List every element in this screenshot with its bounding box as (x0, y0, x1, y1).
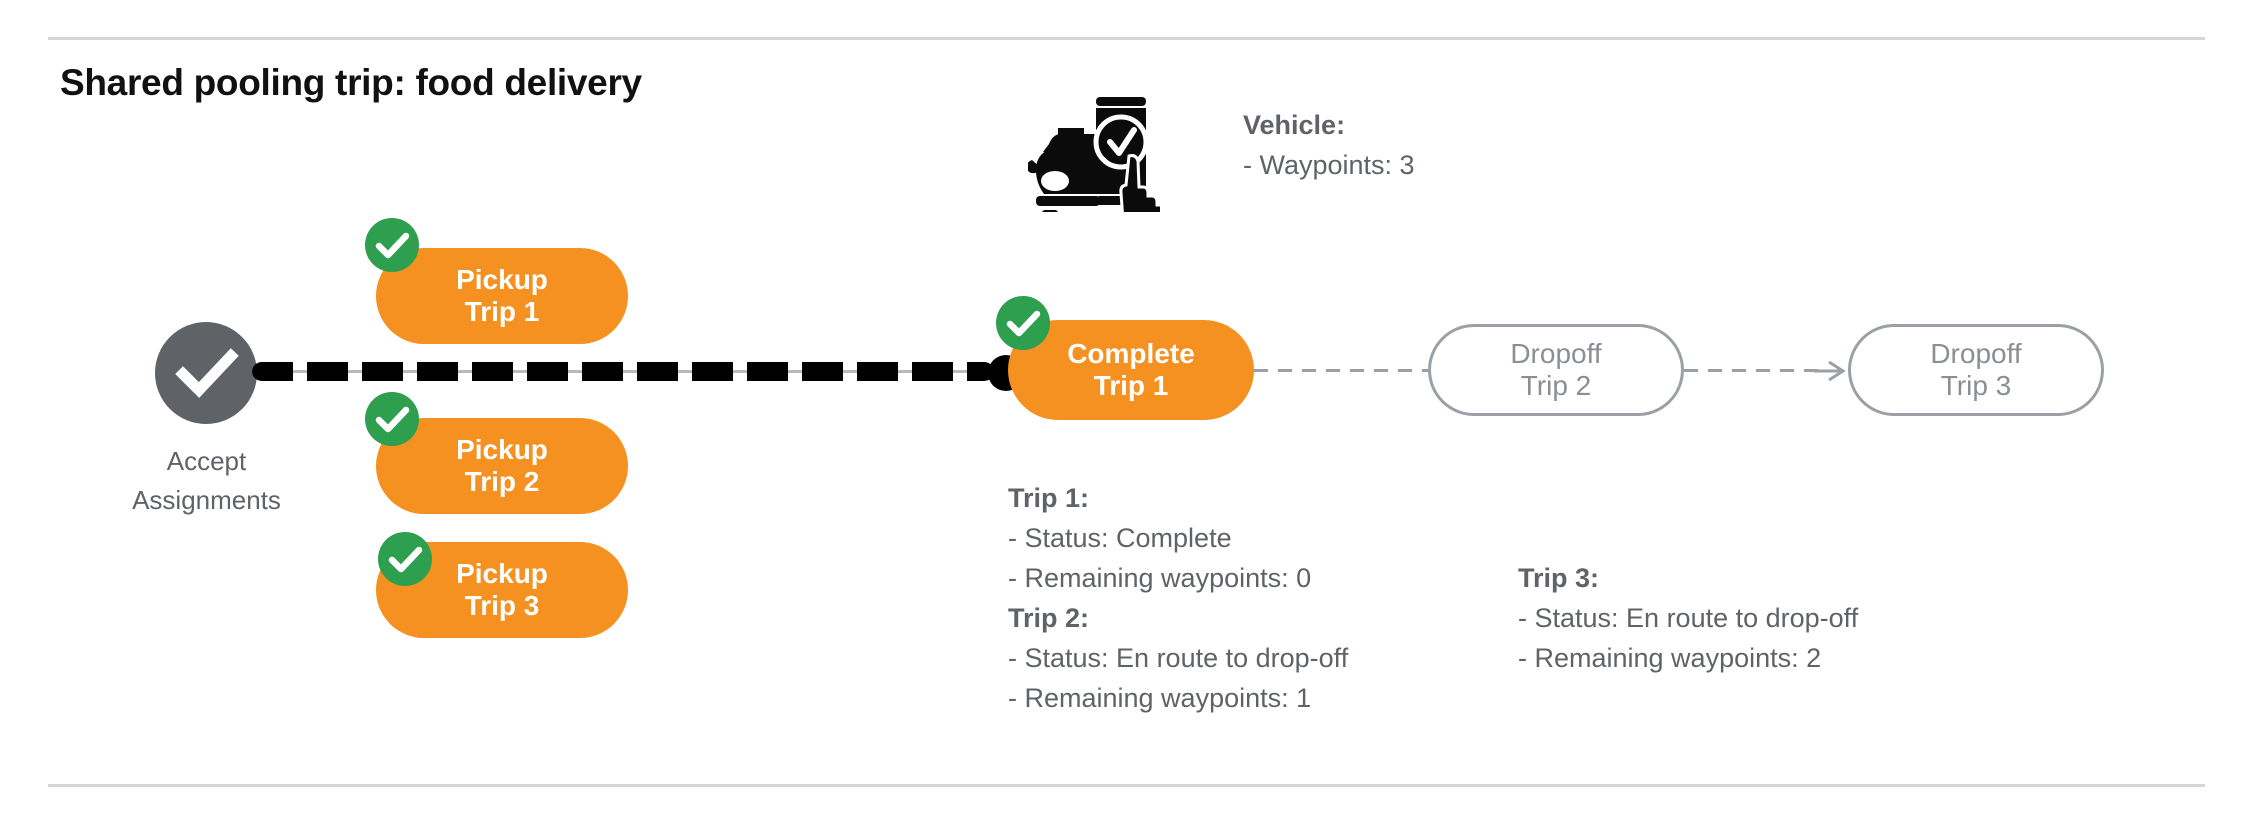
accept-assignments-label: Accept Assignments (104, 442, 309, 520)
bottom-divider (48, 784, 2205, 787)
trip-1-waypoints: - Remaining waypoints: 0 (1008, 563, 1312, 593)
check-badge-icon-pickup-2 (365, 392, 419, 446)
trip-3-waypoints: - Remaining waypoints: 2 (1518, 643, 1822, 673)
vehicle-waypoints: - Waypoints: 3 (1243, 150, 1415, 180)
node-pickup-trip-2-line2: Trip 2 (464, 466, 540, 497)
trip-details-right: Trip 3: - Status: En route to drop-off -… (1518, 558, 1858, 678)
top-divider (48, 37, 2205, 40)
trip-2-waypoints: - Remaining waypoints: 1 (1008, 683, 1312, 713)
vehicle-info-block: Vehicle: - Waypoints: 3 (1243, 105, 1415, 185)
node-pickup-trip-1[interactable]: Pickup Trip 1 (376, 248, 628, 344)
node-pickup-trip-1-line2: Trip 1 (464, 296, 540, 327)
car-phone-check-icon (1028, 80, 1160, 212)
accept-label-line1: Accept (166, 446, 247, 476)
dropoff2-to-dropoff3-connector (1684, 369, 1824, 372)
node-dropoff-trip-2[interactable]: Dropoff Trip 2 (1428, 324, 1684, 416)
node-complete-trip-1-line1: Complete (1067, 337, 1195, 369)
check-badge-icon-complete-1 (996, 296, 1050, 350)
check-badge-icon-pickup-1 (365, 218, 419, 272)
assignment-to-complete-connector (252, 355, 1024, 391)
connector-dashes (252, 362, 994, 381)
complete-to-dropoff2-connector (1254, 369, 1430, 372)
node-pickup-trip-2[interactable]: Pickup Trip 2 (376, 418, 628, 514)
accept-assignments-node[interactable] (155, 322, 257, 424)
page-title: Shared pooling trip: food delivery (60, 62, 642, 103)
node-pickup-trip-3-line2: Trip 3 (464, 590, 540, 621)
node-pickup-trip-2-line1: Pickup (456, 433, 548, 465)
node-dropoff-trip-2-line2: Trip 2 (1520, 370, 1592, 401)
trip-2-status: - Status: En route to drop-off (1008, 643, 1349, 673)
vehicle-header: Vehicle: (1243, 110, 1346, 140)
arrow-right-icon (1812, 356, 1848, 386)
accept-label-line2: Assignments (132, 485, 281, 515)
trip-details-left: Trip 1: - Status: Complete - Remaining w… (1008, 478, 1348, 718)
node-dropoff-trip-3-line2: Trip 3 (1940, 370, 2012, 401)
node-complete-trip-1-line2: Trip 1 (1093, 370, 1169, 401)
node-complete-trip-1[interactable]: Complete Trip 1 (1008, 320, 1254, 420)
trip-1-header: Trip 1: (1008, 483, 1090, 513)
trip-1-status: - Status: Complete (1008, 523, 1232, 553)
trip-3-header: Trip 3: (1518, 563, 1600, 593)
node-pickup-trip-3-line1: Pickup (456, 557, 548, 589)
node-pickup-trip-1-line1: Pickup (456, 263, 548, 295)
node-dropoff-trip-3[interactable]: Dropoff Trip 3 (1848, 324, 2104, 416)
check-circle-icon (155, 322, 257, 424)
check-badge-icon-pickup-3 (378, 532, 432, 586)
trip-3-status: - Status: En route to drop-off (1518, 603, 1859, 633)
node-dropoff-trip-3-line1: Dropoff (1930, 337, 2022, 369)
trip-2-header: Trip 2: (1008, 603, 1090, 633)
node-dropoff-trip-2-line1: Dropoff (1510, 337, 1602, 369)
